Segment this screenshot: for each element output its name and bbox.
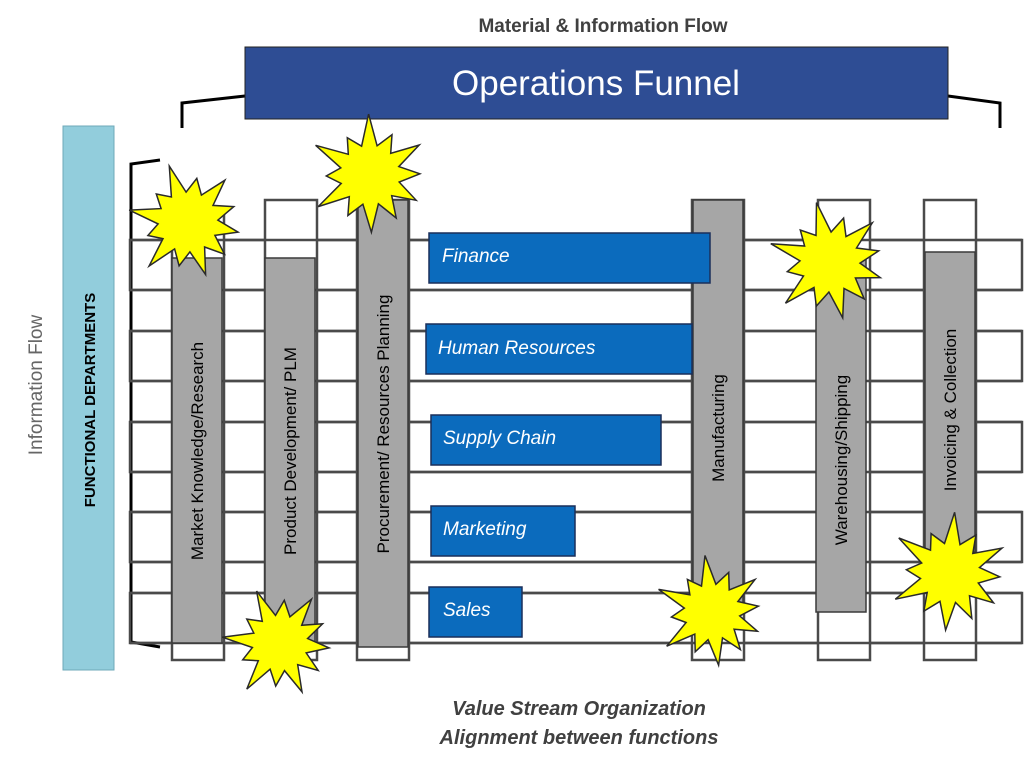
starburst-icon bbox=[770, 202, 883, 321]
starburst-icon bbox=[222, 590, 332, 695]
function-bars bbox=[171, 199, 976, 648]
department-label-finance: Finance bbox=[442, 246, 510, 267]
function-bar-manufacturing bbox=[692, 199, 744, 606]
department-labels: Finance Human Resources Supply Chain Mar… bbox=[438, 246, 596, 621]
starburst-icon bbox=[658, 555, 761, 669]
departments-bracket bbox=[129, 158, 161, 649]
department-bar-hr bbox=[425, 323, 693, 375]
starburst-icon bbox=[128, 163, 241, 278]
function-bar-market bbox=[171, 257, 223, 644]
department-bar-marketing bbox=[430, 505, 576, 557]
footer-line-1: Value Stream Organization bbox=[452, 698, 706, 720]
department-bar-sales bbox=[428, 586, 523, 638]
function-label-manufacturing: Manufacturing bbox=[709, 374, 728, 482]
footer-line-2: Alignment between functions bbox=[439, 727, 719, 749]
function-label-product: Product Development/ PLM bbox=[281, 347, 300, 555]
function-label-procurement: Procurement/ Resources Planning bbox=[374, 295, 393, 554]
functional-departments-bar bbox=[62, 125, 115, 671]
function-labels: Market Knowledge/Research Product Develo… bbox=[188, 295, 960, 561]
starburst-icon bbox=[894, 512, 1005, 633]
department-label-supply: Supply Chain bbox=[443, 428, 556, 449]
starburst-icon bbox=[315, 113, 423, 236]
department-bars bbox=[425, 232, 711, 638]
department-bar-finance bbox=[428, 232, 711, 284]
function-label-market: Market Knowledge/Research bbox=[188, 342, 207, 560]
department-label-sales: Sales bbox=[443, 600, 491, 621]
function-bar-invoicing bbox=[924, 251, 976, 553]
function-label-invoicing: Invoicing & Collection bbox=[941, 329, 960, 492]
funnel-bracket bbox=[180, 94, 1002, 128]
department-bar-supply bbox=[430, 414, 662, 466]
material-information-flow-label: Material & Information Flow bbox=[478, 16, 727, 37]
operations-funnel-title: Operations Funnel bbox=[452, 64, 740, 103]
operations-funnel-banner bbox=[244, 46, 949, 120]
department-label-hr: Human Resources bbox=[438, 338, 596, 359]
function-bar-procurement bbox=[357, 199, 409, 648]
functional-departments-label: FUNCTIONAL DEPARTMENTS bbox=[82, 293, 99, 507]
starbursts bbox=[128, 113, 1005, 695]
function-bar-product bbox=[264, 257, 316, 644]
function-label-warehousing: Warehousing/Shipping bbox=[832, 375, 851, 545]
department-label-marketing: Marketing bbox=[443, 519, 527, 540]
information-flow-label: Information Flow bbox=[26, 315, 47, 456]
